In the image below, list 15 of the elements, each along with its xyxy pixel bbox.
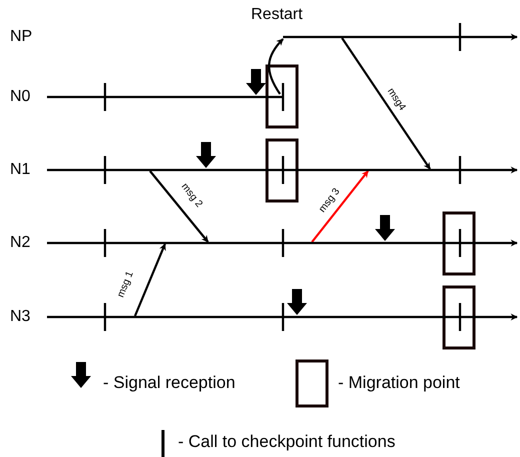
arrow	[341, 37, 431, 170]
legend-text: - Signal reception	[103, 373, 236, 393]
arrow	[149, 170, 209, 243]
arrow	[134, 243, 166, 316]
arrow	[268, 38, 284, 95]
edge-label: msg 1	[115, 270, 136, 300]
legend-text: - Migration point	[338, 373, 460, 393]
timeline-label: N2	[10, 234, 30, 252]
timeline-label: NP	[10, 28, 32, 46]
legend-text: - Call to checkpoint functions	[178, 432, 396, 452]
edge-label: Restart	[251, 6, 303, 24]
timeline-label: N3	[10, 308, 30, 326]
arrow	[311, 170, 369, 243]
timeline-label: N0	[10, 88, 30, 106]
timeline-label: N1	[10, 161, 30, 179]
